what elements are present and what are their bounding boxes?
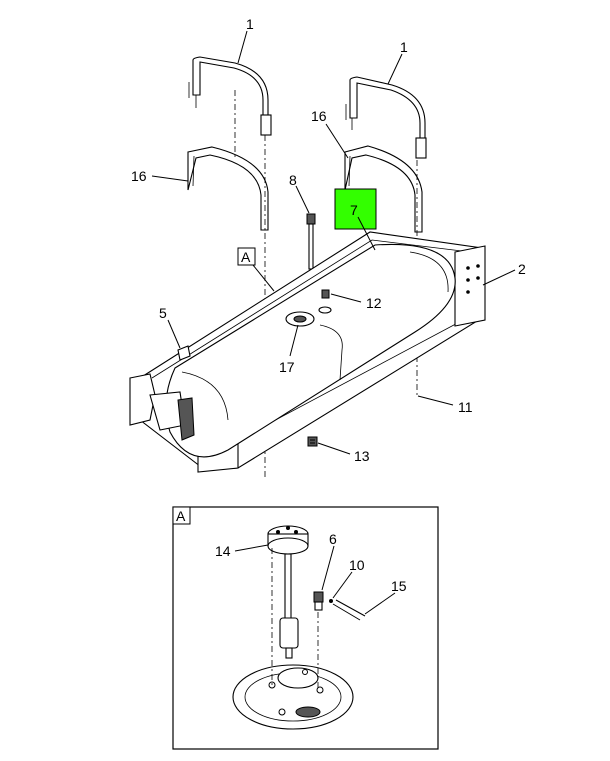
callout-14: 14: [215, 543, 231, 559]
cap: [318, 289, 332, 314]
callout-12: 12: [366, 295, 382, 311]
strap-right: [345, 76, 427, 159]
end-bracket-left: [129, 373, 195, 441]
callout-17: 17: [279, 359, 295, 375]
detail-view-label: A: [176, 508, 186, 524]
callout-6: 6: [329, 531, 337, 547]
strap-left: [188, 56, 272, 136]
sender-opening: [285, 311, 315, 327]
callout-10: 10: [349, 557, 365, 573]
leader-lines: [151, 30, 516, 455]
highlight-box-7[interactable]: [334, 188, 377, 230]
callout-15: 15: [391, 578, 407, 594]
view-ref-box: [237, 247, 256, 266]
bolt: [306, 213, 316, 270]
callout-1-right: 1: [400, 39, 408, 55]
callout-13: 13: [354, 448, 370, 464]
callout-8: 8: [289, 172, 297, 188]
pad-left: [187, 146, 269, 231]
callout-16-left: 16: [131, 168, 147, 184]
pad-right: [344, 145, 423, 233]
drain-plug: [307, 436, 318, 447]
breather: [177, 345, 191, 361]
detail-view-a: A: [172, 506, 439, 750]
callout-7: 7: [350, 202, 358, 218]
callout-2: 2: [518, 261, 526, 277]
view-ref-label: A: [241, 249, 251, 265]
callout-1-left: 1: [246, 16, 254, 32]
callout-11: 11: [458, 399, 473, 415]
callout-16-right: 16: [311, 108, 327, 124]
callout-5: 5: [159, 305, 167, 321]
